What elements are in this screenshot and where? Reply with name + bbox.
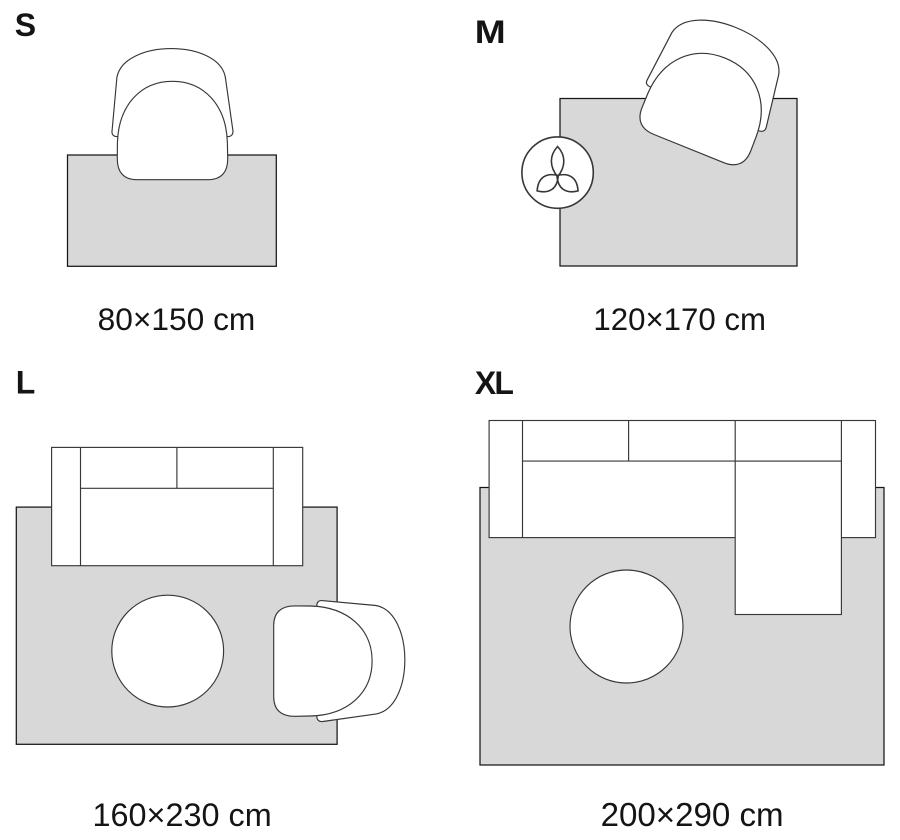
svg-text:XL: XL [475,365,514,401]
svg-text:S: S [15,7,36,43]
svg-text:M: M [475,15,506,50]
svg-text:200×290 cm: 200×290 cm [601,797,784,834]
svg-text:120×170 cm: 120×170 cm [593,302,766,337]
svg-text:160×230 cm: 160×230 cm [93,797,272,833]
svg-text:L: L [16,365,36,401]
svg-text:80×150 cm: 80×150 cm [98,301,256,337]
